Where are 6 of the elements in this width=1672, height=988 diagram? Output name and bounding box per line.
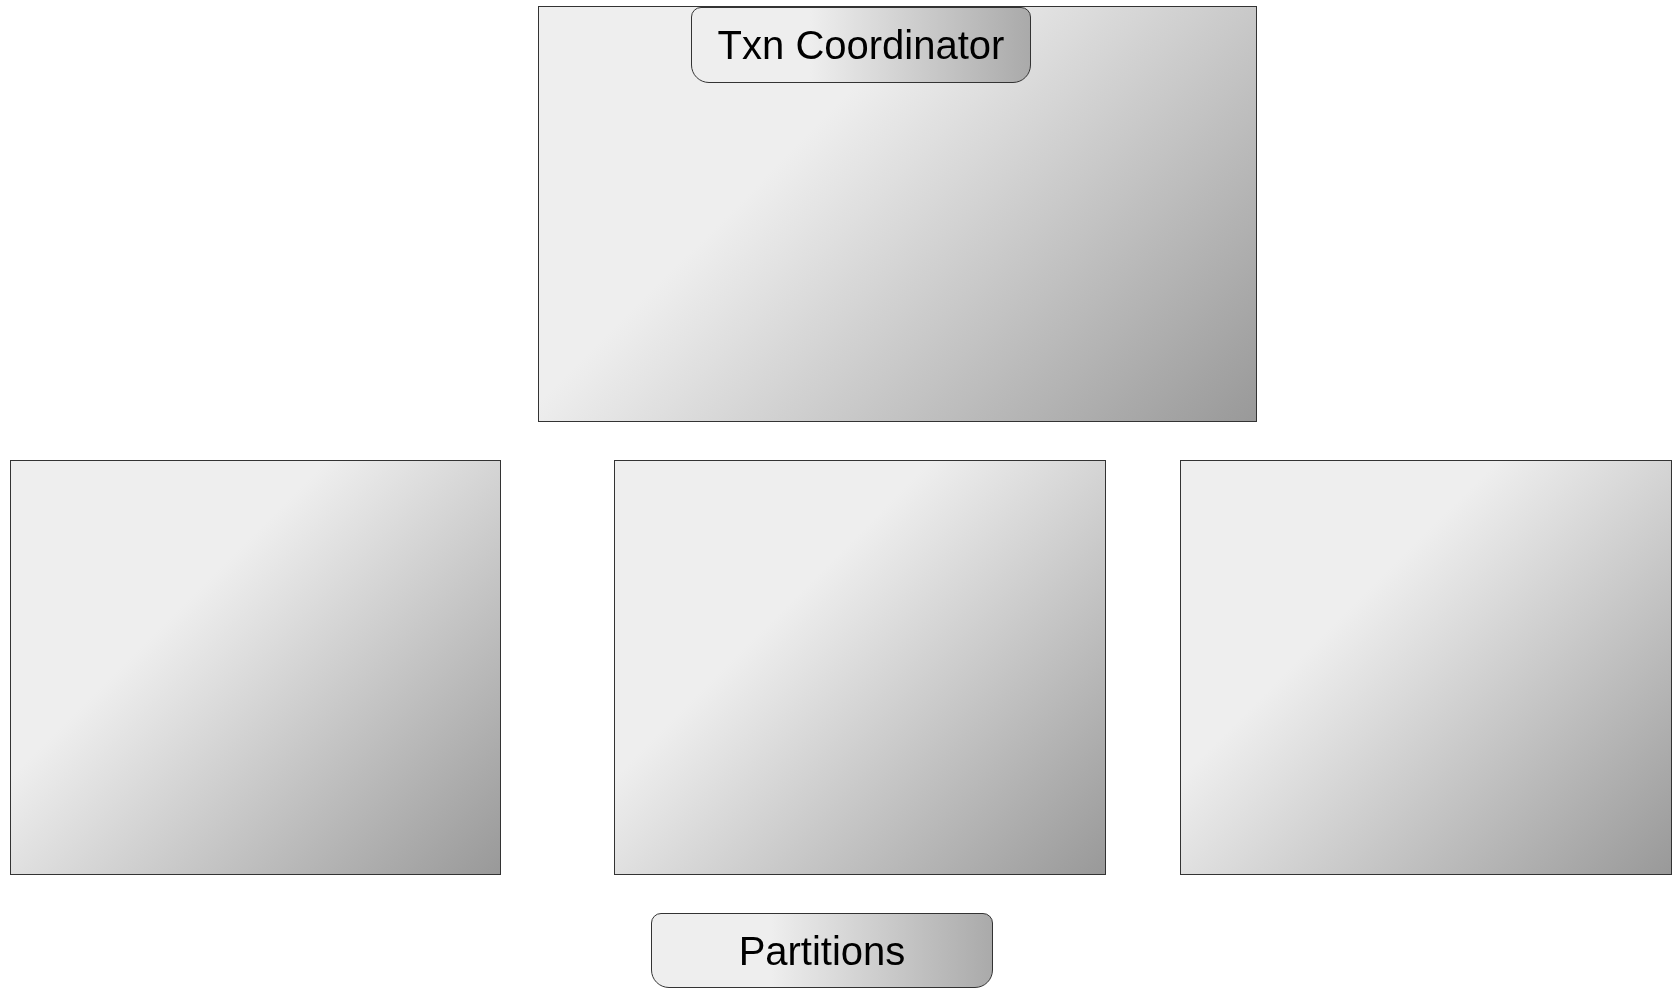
container-box xyxy=(614,460,1106,875)
container-box xyxy=(1180,460,1672,875)
label-tab: Partitions xyxy=(651,913,993,988)
container-box xyxy=(10,460,501,875)
label-tab: Txn Coordinator xyxy=(691,7,1031,83)
container-box xyxy=(538,6,1257,422)
